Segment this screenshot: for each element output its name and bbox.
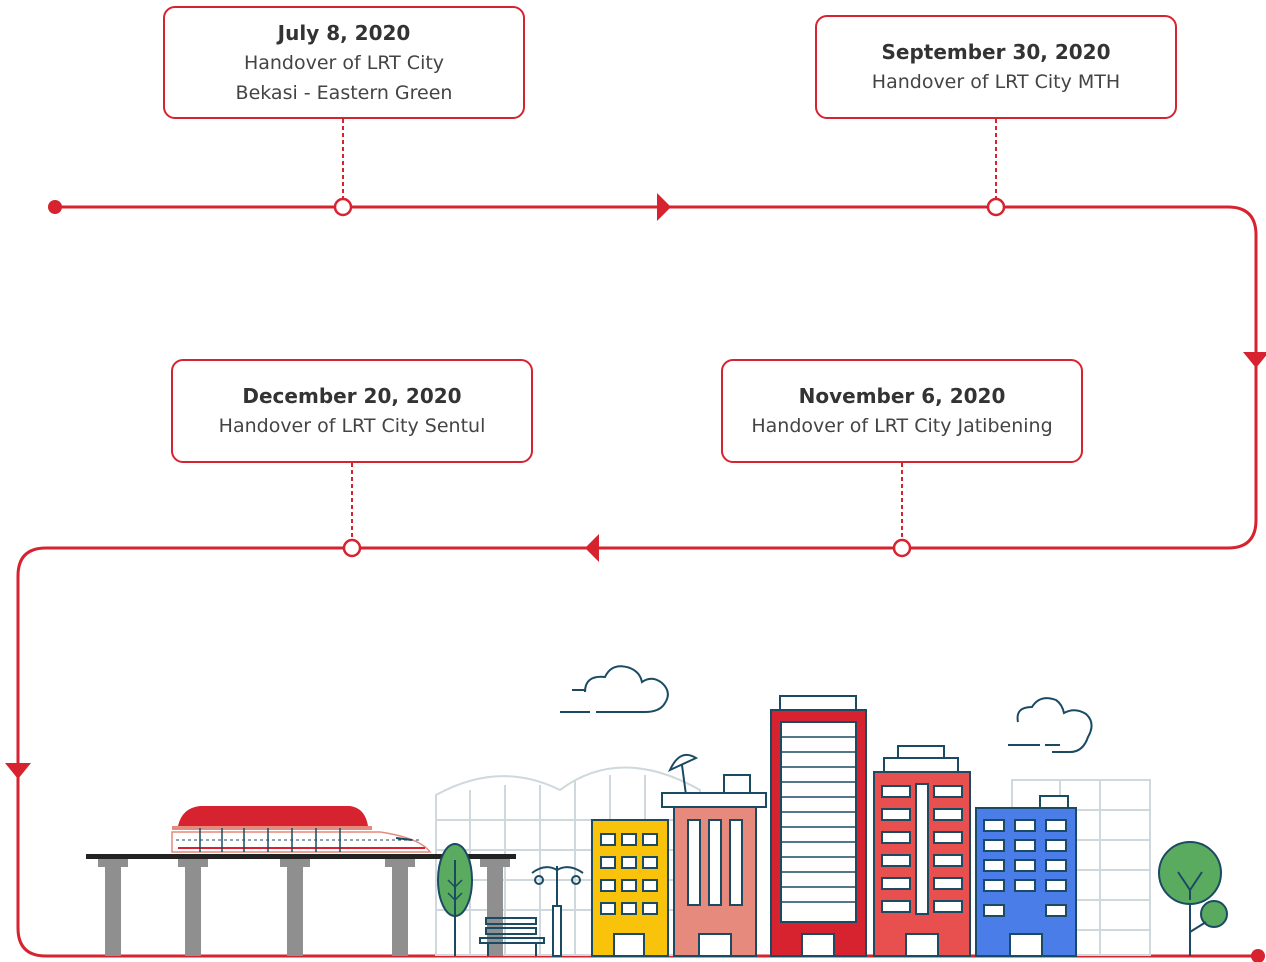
track-pillar	[287, 859, 303, 956]
milestone-marker	[342, 538, 362, 558]
bench-icon	[479, 917, 545, 956]
building-red-tower	[770, 695, 867, 957]
milestone-connectors	[342, 119, 997, 540]
milestone-description: Handover of LRT City Jatibening	[751, 415, 1053, 437]
milestone-date: December 20, 2020	[242, 384, 462, 408]
arrow-left-icon	[585, 534, 599, 562]
milestone-marker	[986, 197, 1006, 217]
building-yellow	[591, 819, 669, 957]
milestone-card-september-30-2020: September 30, 2020 Handover of LRT City …	[815, 15, 1177, 119]
cloud-icon	[560, 665, 669, 713]
track-pillar	[392, 859, 408, 956]
timeline-path	[16, 205, 1258, 958]
milestone-description: Bekasi - Eastern Green	[235, 81, 453, 104]
cloud-icon	[1008, 697, 1093, 753]
milestone-marker	[333, 197, 353, 217]
milestone-card-december-20-2020: December 20, 2020 Handover of LRT City S…	[171, 359, 533, 463]
arrow-right-icon	[657, 193, 671, 221]
building-salmon	[661, 754, 767, 957]
milestone-date: November 6, 2020	[798, 384, 1006, 408]
milestone-card-july-8-2020: July 8, 2020 Handover of LRT City Bekasi…	[163, 6, 525, 119]
milestone-date: July 8, 2020	[277, 20, 411, 45]
satellite-dish-icon	[667, 754, 699, 796]
milestone-date: September 30, 2020	[881, 40, 1111, 64]
arrow-down-icon	[5, 763, 31, 779]
train-icon	[171, 806, 432, 853]
tree-icon	[437, 843, 473, 956]
city-illustration	[86, 665, 1228, 957]
milestone-card-november-6-2020: November 6, 2020 Handover of LRT City Ja…	[721, 359, 1083, 463]
timeline-start-dot	[48, 200, 62, 214]
milestone-marker	[892, 538, 912, 558]
tree-icon	[1158, 841, 1228, 956]
building-blue	[975, 795, 1077, 957]
track-pillar	[487, 859, 503, 956]
milestone-description: Handover of LRT City MTH	[871, 71, 1121, 93]
street-lamp-icon	[531, 866, 584, 957]
elevated-track	[86, 854, 516, 956]
milestone-markers	[333, 197, 1006, 558]
milestone-description: Handover of LRT City Sentul	[218, 415, 486, 437]
track-pillar	[105, 859, 121, 956]
timeline-end-dot	[1251, 949, 1265, 962]
arrow-down-icon	[1243, 352, 1266, 368]
track-pillar	[185, 859, 201, 956]
building-coral	[873, 745, 971, 957]
milestone-description: Handover of LRT City	[243, 51, 445, 74]
